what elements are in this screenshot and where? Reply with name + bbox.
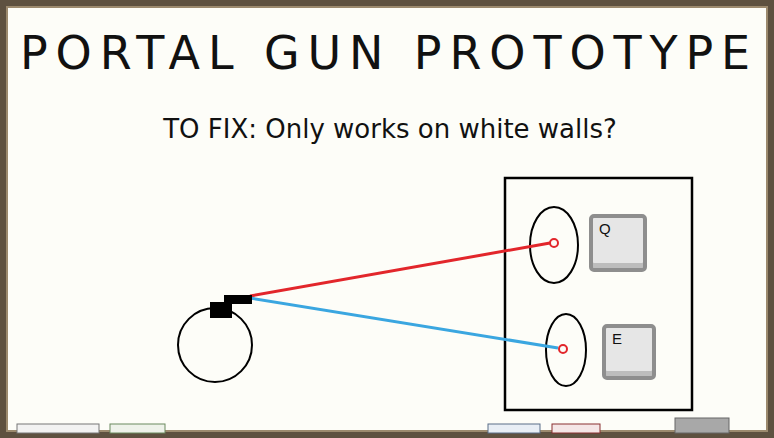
keyboard-key: E — [602, 324, 656, 380]
keyboard-key: Q — [589, 214, 647, 272]
portal — [546, 314, 586, 386]
impact-point — [559, 345, 567, 353]
marker — [488, 424, 540, 433]
marker — [552, 424, 600, 433]
person-head — [178, 308, 252, 382]
wall — [505, 178, 692, 410]
marker — [110, 424, 165, 433]
board-frame — [3, 3, 771, 435]
key-label: Q — [593, 218, 643, 236]
board-frame-inner — [7, 7, 767, 431]
eraser — [675, 418, 729, 433]
impact-point — [550, 239, 558, 247]
key-label: E — [606, 328, 652, 346]
board-note: TO FIX: Only works on white walls? — [163, 116, 617, 142]
red-beam — [250, 243, 550, 296]
portal-gun — [210, 295, 252, 318]
blue-beam — [250, 298, 558, 348]
marker — [17, 424, 99, 433]
board-title: PORTAL GUN PROTOTYPE — [20, 30, 758, 76]
